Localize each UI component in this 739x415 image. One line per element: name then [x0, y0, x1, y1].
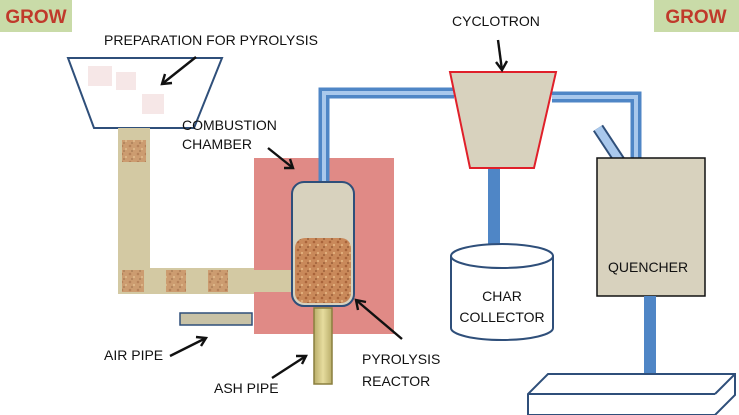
- arrow-icon-head: [354, 298, 367, 311]
- quencher-outlet-pipe: [644, 296, 656, 376]
- air-pipe: [179, 312, 253, 326]
- gas-pipe-highlight: [552, 95, 638, 162]
- arrow-icon: [169, 336, 207, 358]
- grow-badge-right-text: GROW: [665, 7, 726, 28]
- feed-conveyor-inlet: [254, 270, 294, 292]
- feed-material: [166, 270, 186, 292]
- feed-particle: [142, 94, 164, 114]
- grow-badge-right: GROW: [654, 0, 739, 32]
- label-quencher: QUENCHER: [608, 259, 688, 275]
- grow-badge-left: GROW: [0, 0, 72, 32]
- arrow-icon-head: [284, 158, 295, 170]
- char-drop-pipe: [488, 168, 500, 256]
- arrow-icon: [267, 147, 294, 169]
- feed-particle: [88, 66, 112, 86]
- grow-badge-left-text: GROW: [5, 7, 66, 28]
- quencher: [596, 157, 706, 297]
- ash-pipe: [313, 307, 333, 385]
- label-reactor-line1: PYROLYSIS: [362, 351, 440, 367]
- reactor-biomass-bed: [295, 238, 351, 303]
- feed-material: [122, 140, 146, 162]
- char-collector: [450, 243, 554, 341]
- gas-pipe-cyclotron-to-quencher: [552, 91, 642, 162]
- label-char-line1: CHAR: [482, 288, 522, 304]
- label-ash-pipe: ASH PIPE: [214, 380, 279, 396]
- gas-pipe-highlight: [322, 91, 454, 187]
- label-cyclotron: CYCLOTRON: [452, 13, 540, 29]
- arrow-icon-head: [495, 60, 509, 73]
- arrow-icon: [271, 354, 307, 380]
- label-reactor-line2: REACTOR: [362, 373, 430, 389]
- arrow-icon-head: [195, 335, 209, 347]
- pointer-arrows: [160, 39, 509, 380]
- feed-particle: [116, 72, 136, 90]
- cyclotron: [448, 71, 558, 169]
- label-preparation: PREPARATION FOR PYROLYSIS: [104, 32, 318, 48]
- feed-material: [208, 270, 228, 292]
- arrow-icon: [496, 39, 504, 71]
- feed-material: [122, 270, 144, 292]
- arrow-icon-head: [296, 354, 308, 365]
- label-combustion-line2: CHAMBER: [182, 136, 252, 152]
- label-combustion-line1: COMBUSTION: [182, 117, 277, 133]
- storage-tank: [527, 373, 736, 415]
- label-char-line2: COLLECTOR: [459, 309, 544, 325]
- label-air-pipe: AIR PIPE: [104, 347, 163, 363]
- arrow-icon: [161, 56, 197, 85]
- arrow-icon: [355, 299, 403, 340]
- arrow-icon-head: [160, 73, 173, 86]
